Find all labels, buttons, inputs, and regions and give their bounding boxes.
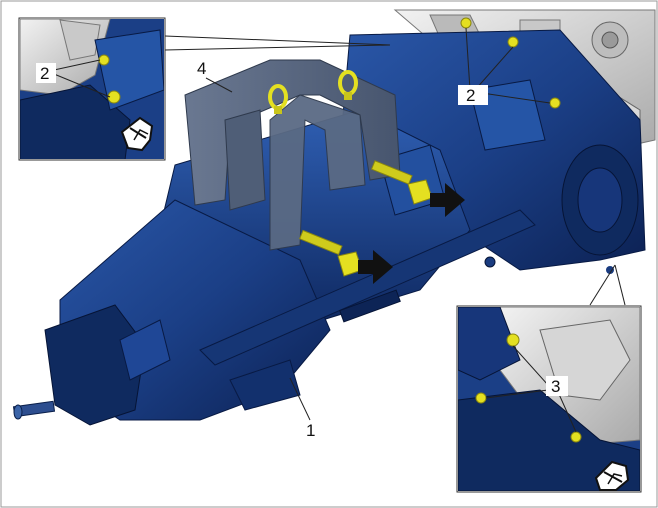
bracket-bolts (299, 160, 433, 277)
callout-label-lifting-bracket: 4 (197, 59, 206, 78)
callout-label-inset-bolts: 3 (551, 377, 560, 396)
callout-label-gearbox: 1 (306, 421, 315, 440)
callout-2-inset-background (36, 63, 56, 83)
engine-bolts (460, 17, 561, 109)
callout-label-bolts: 2 (466, 86, 475, 105)
callout-2-background (458, 85, 488, 105)
lifting-bracket (184, 59, 401, 251)
inset-bottom-right (456, 305, 642, 493)
leader-lines (164, 27, 626, 421)
tool-hand-icon (120, 116, 154, 152)
callout-label-bolts-inset: 2 (40, 64, 49, 83)
arrow-icon (358, 183, 465, 284)
tool-hand-icon (594, 460, 630, 491)
callout-3-background (546, 376, 568, 396)
